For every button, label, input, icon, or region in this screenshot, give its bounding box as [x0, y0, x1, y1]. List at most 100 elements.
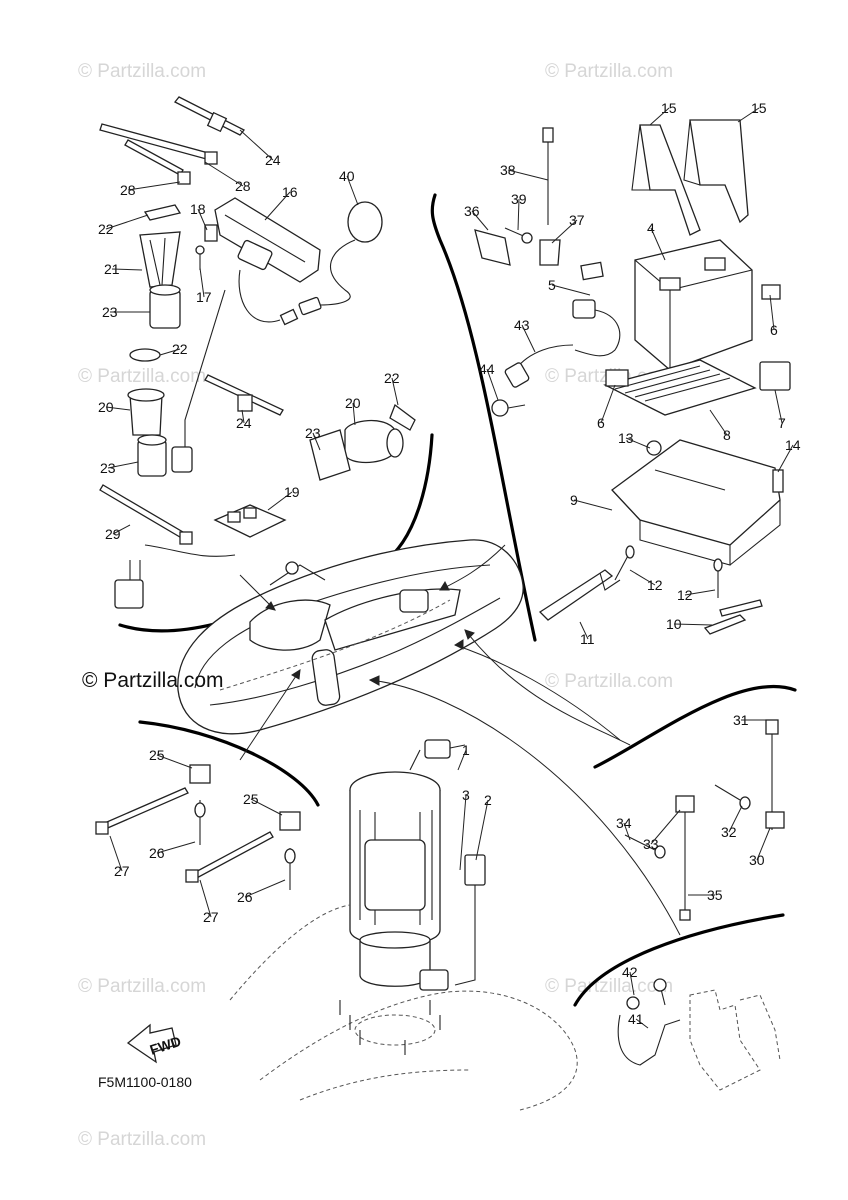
leader-line: [629, 971, 635, 996]
leader-line: [551, 219, 578, 244]
leader-line: [244, 879, 286, 898]
leader-line: [673, 623, 713, 626]
callout-label: 18: [190, 201, 206, 217]
leader-line: [507, 169, 549, 181]
leader-line: [250, 798, 283, 816]
watermark: © Partzilla.com: [78, 976, 206, 997]
leader-line: [105, 406, 131, 411]
leader-line: [471, 210, 489, 231]
leader-line-layer: [105, 107, 794, 1029]
leader-line: [109, 835, 123, 872]
callout-label: 28: [120, 182, 136, 198]
callout-label: 21: [104, 261, 120, 277]
fuel-pump-assembly: [349, 739, 486, 991]
leader-line: [737, 107, 760, 123]
location-arrows: [239, 544, 681, 936]
callout-label: 11: [580, 631, 595, 647]
watermark: © Partzilla.com: [545, 671, 673, 692]
leader-line: [573, 499, 613, 511]
callout-label: 20: [345, 395, 361, 411]
leader-line: [709, 409, 728, 436]
leader-line: [107, 461, 139, 469]
callout-label: 22: [384, 370, 400, 386]
leader-line: [459, 794, 467, 871]
callout-label: 23: [100, 460, 116, 476]
leader-line: [684, 589, 716, 596]
leader-line: [769, 294, 775, 331]
callout-label: 31: [733, 712, 749, 728]
leader-line: [112, 524, 131, 535]
leader-line: [159, 348, 181, 356]
watermark: © Partzilla.com: [545, 61, 673, 82]
parts-top-left: [99, 96, 416, 609]
leader-line: [774, 389, 783, 424]
callout-label: 26: [237, 889, 253, 905]
callout-label: 30: [749, 852, 765, 868]
leader-line: [156, 841, 196, 854]
center-watermark: © Partzilla.com: [82, 669, 224, 692]
forward-arrow-icon: FWD: [126, 1023, 183, 1064]
watermark: © Partzilla.com: [78, 61, 206, 82]
callout-label: 23: [102, 304, 118, 320]
leader-line: [579, 621, 589, 640]
leader-line: [635, 1018, 649, 1029]
leader-line: [623, 822, 631, 841]
callout-label: 22: [98, 221, 114, 237]
callout-label: 26: [149, 845, 165, 861]
leader-line: [650, 809, 681, 845]
callout-label: 13: [618, 430, 634, 446]
leader-line: [517, 198, 520, 231]
divider-right-mid: [593, 684, 797, 769]
callout-label: 10: [666, 616, 682, 632]
leader-line: [204, 161, 244, 187]
divider-bottom-left: [138, 720, 320, 807]
leader-line: [629, 569, 656, 586]
watermark: © Partzilla.com: [78, 1129, 206, 1150]
leader-line: [649, 107, 670, 126]
leader-line: [241, 409, 245, 424]
divider-bottom-right: [573, 913, 785, 1007]
watercraft-hull: [177, 539, 524, 735]
parts-right-lower: [617, 719, 785, 1091]
leader-line: [127, 181, 181, 191]
leader-line: [239, 129, 274, 161]
leader-line: [728, 805, 743, 833]
leader-line: [346, 175, 359, 206]
callout-label: 25: [243, 791, 259, 807]
leader-line: [521, 324, 536, 353]
callout-label: 32: [721, 824, 737, 840]
leader-line: [650, 227, 666, 261]
leader-line: [352, 402, 356, 426]
leader-line: [777, 444, 794, 473]
leader-line: [111, 268, 143, 271]
leader-line: [457, 749, 467, 771]
diagram-code: F5M1100-0180: [98, 1074, 192, 1090]
callout-label: 12: [677, 587, 693, 603]
callout-label: 20: [98, 399, 114, 415]
leader-line: [264, 191, 291, 221]
callout-label: 42: [622, 964, 638, 980]
parts-bottom-left: [95, 764, 301, 890]
leader-line: [756, 827, 771, 861]
divider-top-right: [430, 193, 537, 642]
leader-line: [105, 214, 149, 230]
watermark: © Partzilla.com: [78, 366, 206, 387]
callout-label: 36: [464, 203, 480, 219]
leader-line: [312, 432, 321, 451]
leader-line: [267, 491, 293, 511]
callout-label: 43: [514, 317, 530, 333]
callout-label: 23: [305, 425, 321, 441]
leader-line: [197, 208, 208, 231]
leader-line: [486, 368, 499, 401]
leader-line: [600, 384, 616, 424]
callout-label: 40: [339, 168, 355, 184]
leader-line: [199, 879, 212, 918]
callout-label: 34: [616, 815, 632, 831]
callout-label: 29: [105, 526, 121, 542]
leader-line: [475, 799, 489, 861]
hull-floor: [229, 904, 578, 1111]
leader-line: [156, 754, 193, 769]
leader-line: [625, 437, 651, 449]
callout-label: 25: [149, 747, 165, 763]
leader-line: [551, 284, 591, 296]
